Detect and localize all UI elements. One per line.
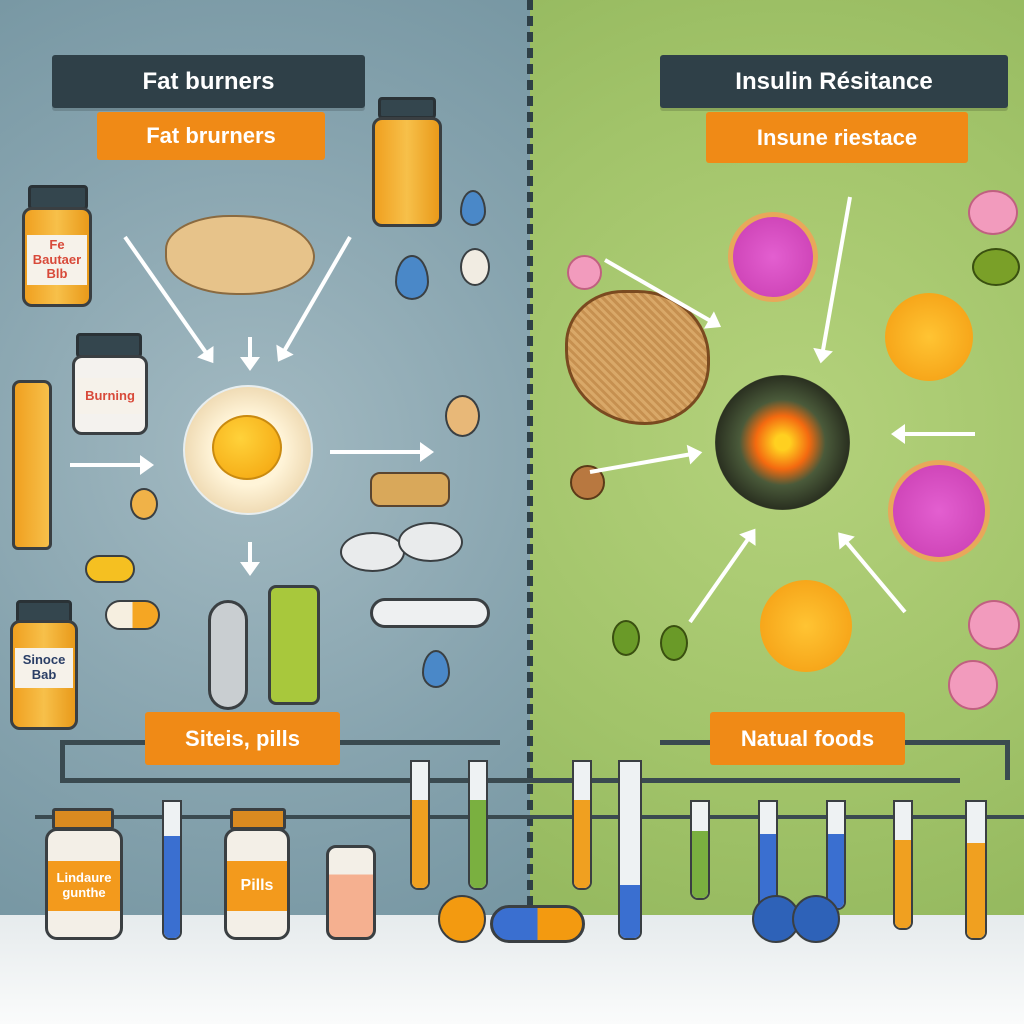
pills-bottle: Pills <box>224 828 290 940</box>
molecule-ball <box>968 190 1018 235</box>
tissue-mesh <box>565 290 710 425</box>
green-seed <box>660 625 688 661</box>
test-tube <box>162 800 182 940</box>
arrow-icon <box>895 432 975 436</box>
capsule-tube <box>370 598 490 628</box>
test-tube <box>618 760 642 940</box>
bottle-cap <box>52 808 114 830</box>
pink-cell <box>888 460 990 562</box>
water-drop-icon <box>460 190 486 226</box>
dropper-bottle <box>12 380 52 550</box>
test-tube <box>758 800 778 910</box>
test-tube <box>893 800 913 930</box>
bottle-label: Fe Bautaer Blb <box>27 235 87 285</box>
left-subtitle: Fat brurners <box>97 112 325 160</box>
bottle-label: Burning <box>77 378 143 414</box>
bottle: Lindaure gunthe <box>45 828 123 940</box>
orange-ball <box>438 895 486 943</box>
pill-dot <box>460 248 490 286</box>
burning-bottle: Burning <box>72 355 148 435</box>
supplement-bottle: Sinoce Bab <box>10 620 78 730</box>
test-tube <box>410 760 430 890</box>
round-tablet <box>340 532 405 572</box>
pink-cell <box>728 212 818 302</box>
test-tube <box>965 800 987 940</box>
capsule-jar <box>372 117 442 227</box>
molecule-ball <box>968 600 1020 650</box>
molecule-ball <box>948 660 998 710</box>
right-title: Insulin Résitance <box>660 55 1008 108</box>
right-bottom-label: Natual foods <box>710 712 905 765</box>
arrow-icon <box>70 455 154 475</box>
test-tube <box>690 800 710 900</box>
bottle-label: Sinoce Bab <box>15 648 73 688</box>
water-drop-icon <box>395 255 429 300</box>
left-title: Fat burners <box>52 55 365 108</box>
test-tube <box>826 800 846 910</box>
bottle-label: Lindaure gunthe <box>48 861 120 911</box>
tube-rack <box>35 815 1024 819</box>
orange-cell <box>885 293 973 381</box>
capsule <box>490 905 585 943</box>
capsule <box>105 600 160 630</box>
orange-cell <box>760 580 852 672</box>
bottle-cap <box>378 97 436 119</box>
softgel <box>85 555 135 583</box>
arrow-icon <box>248 542 252 572</box>
arrow-icon <box>330 442 434 462</box>
molecule-ball <box>567 255 602 290</box>
green-seed <box>972 248 1020 286</box>
green-seed <box>612 620 640 656</box>
pill-dot <box>445 395 480 437</box>
water-drop-icon <box>422 650 450 688</box>
blue-ball <box>792 895 840 943</box>
rail <box>60 778 960 783</box>
right-subtitle: Insune riestace <box>706 112 968 163</box>
test-tube <box>572 760 592 890</box>
tablet <box>370 472 450 507</box>
dashed-divider <box>527 0 533 920</box>
bottle <box>326 845 376 940</box>
test-tube <box>468 760 488 890</box>
inflammation-burst <box>715 375 850 510</box>
pill-blister <box>208 600 248 710</box>
pill-dot <box>130 488 158 520</box>
rail <box>60 740 65 780</box>
round-tablet <box>398 522 463 562</box>
bottle-label: Pills <box>227 861 287 911</box>
left-bottom-label: Siteis, pills <box>145 712 340 765</box>
supplement-bottle: Fe Bautaer Blb <box>22 207 92 307</box>
green-pill-jar <box>268 585 320 705</box>
rail <box>1005 740 1010 780</box>
fat-droplet <box>212 415 282 480</box>
bottle-cap <box>230 808 286 830</box>
fat-tissue <box>165 215 315 295</box>
arrow-icon <box>248 337 252 367</box>
